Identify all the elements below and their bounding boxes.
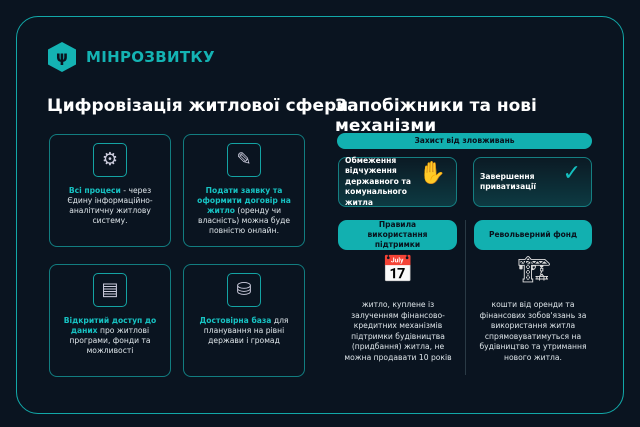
frame-border	[16, 16, 624, 414]
card-text: - через Єдину інформаційно-аналітичну жи…	[67, 186, 153, 225]
card-processes: ⚙ Всі процеси - через Єдину інформаційно…	[49, 134, 171, 247]
rules-text: житло, куплене із залученням фінансово-к…	[344, 300, 452, 362]
card-highlight: Всі процеси	[68, 186, 121, 195]
card-highlight: Подати заявку та оформити договір на жит…	[197, 186, 291, 215]
monitor-gear-icon: ⚙	[93, 143, 127, 177]
check-circle-icon: ✓	[562, 161, 581, 186]
box-alienation-limit: Обмеження відчуження державного та комун…	[338, 155, 457, 207]
database-icon: ⛁	[227, 273, 261, 307]
card-text: для планування на рівні держави і громад	[203, 316, 289, 345]
card-open-access: ▤ Відкритий доступ до даних про житлові …	[49, 264, 171, 377]
calendar-clock-icon: 📅	[381, 255, 415, 285]
stop-hand-icon: ✋	[418, 161, 446, 186]
card-highlight: Відкритий доступ до даних	[63, 316, 157, 335]
document-sign-icon: ✎	[227, 143, 261, 177]
card-highlight: Достовірна база	[199, 316, 272, 325]
divider	[465, 220, 466, 375]
rules-pill: Правила використання підтримки	[338, 220, 457, 250]
brand-name: МІНРОЗВИТКУ	[86, 48, 215, 66]
box-text: Завершення приватизації	[480, 171, 537, 192]
monitor-chart-icon: ▤	[93, 273, 127, 307]
fund-text: кошти від оренди та фінансових зобов'яза…	[479, 300, 587, 362]
box-text: Обмеження відчуження державного та комун…	[345, 155, 412, 207]
abuse-protection-banner: Захист від зловживань	[337, 133, 592, 149]
card-text: (оренду чи власність) можна буде повніст…	[197, 206, 291, 235]
right-title: Запобіжники та нові механізми	[335, 96, 537, 136]
card-apply: ✎ Подати заявку та оформити договір на ж…	[183, 134, 305, 247]
left-title: Цифровізація житлової сфери	[47, 96, 349, 116]
crane-icon: 🏗	[517, 255, 551, 285]
card-text: про житлові програми, фонди та можливост…	[69, 326, 151, 355]
fund-pill: Револьверний фонд	[474, 220, 592, 250]
box-privatization: Завершення приватизації ✓	[473, 157, 592, 207]
card-database: ⛁ Достовірна база для планування на рівн…	[183, 264, 305, 377]
